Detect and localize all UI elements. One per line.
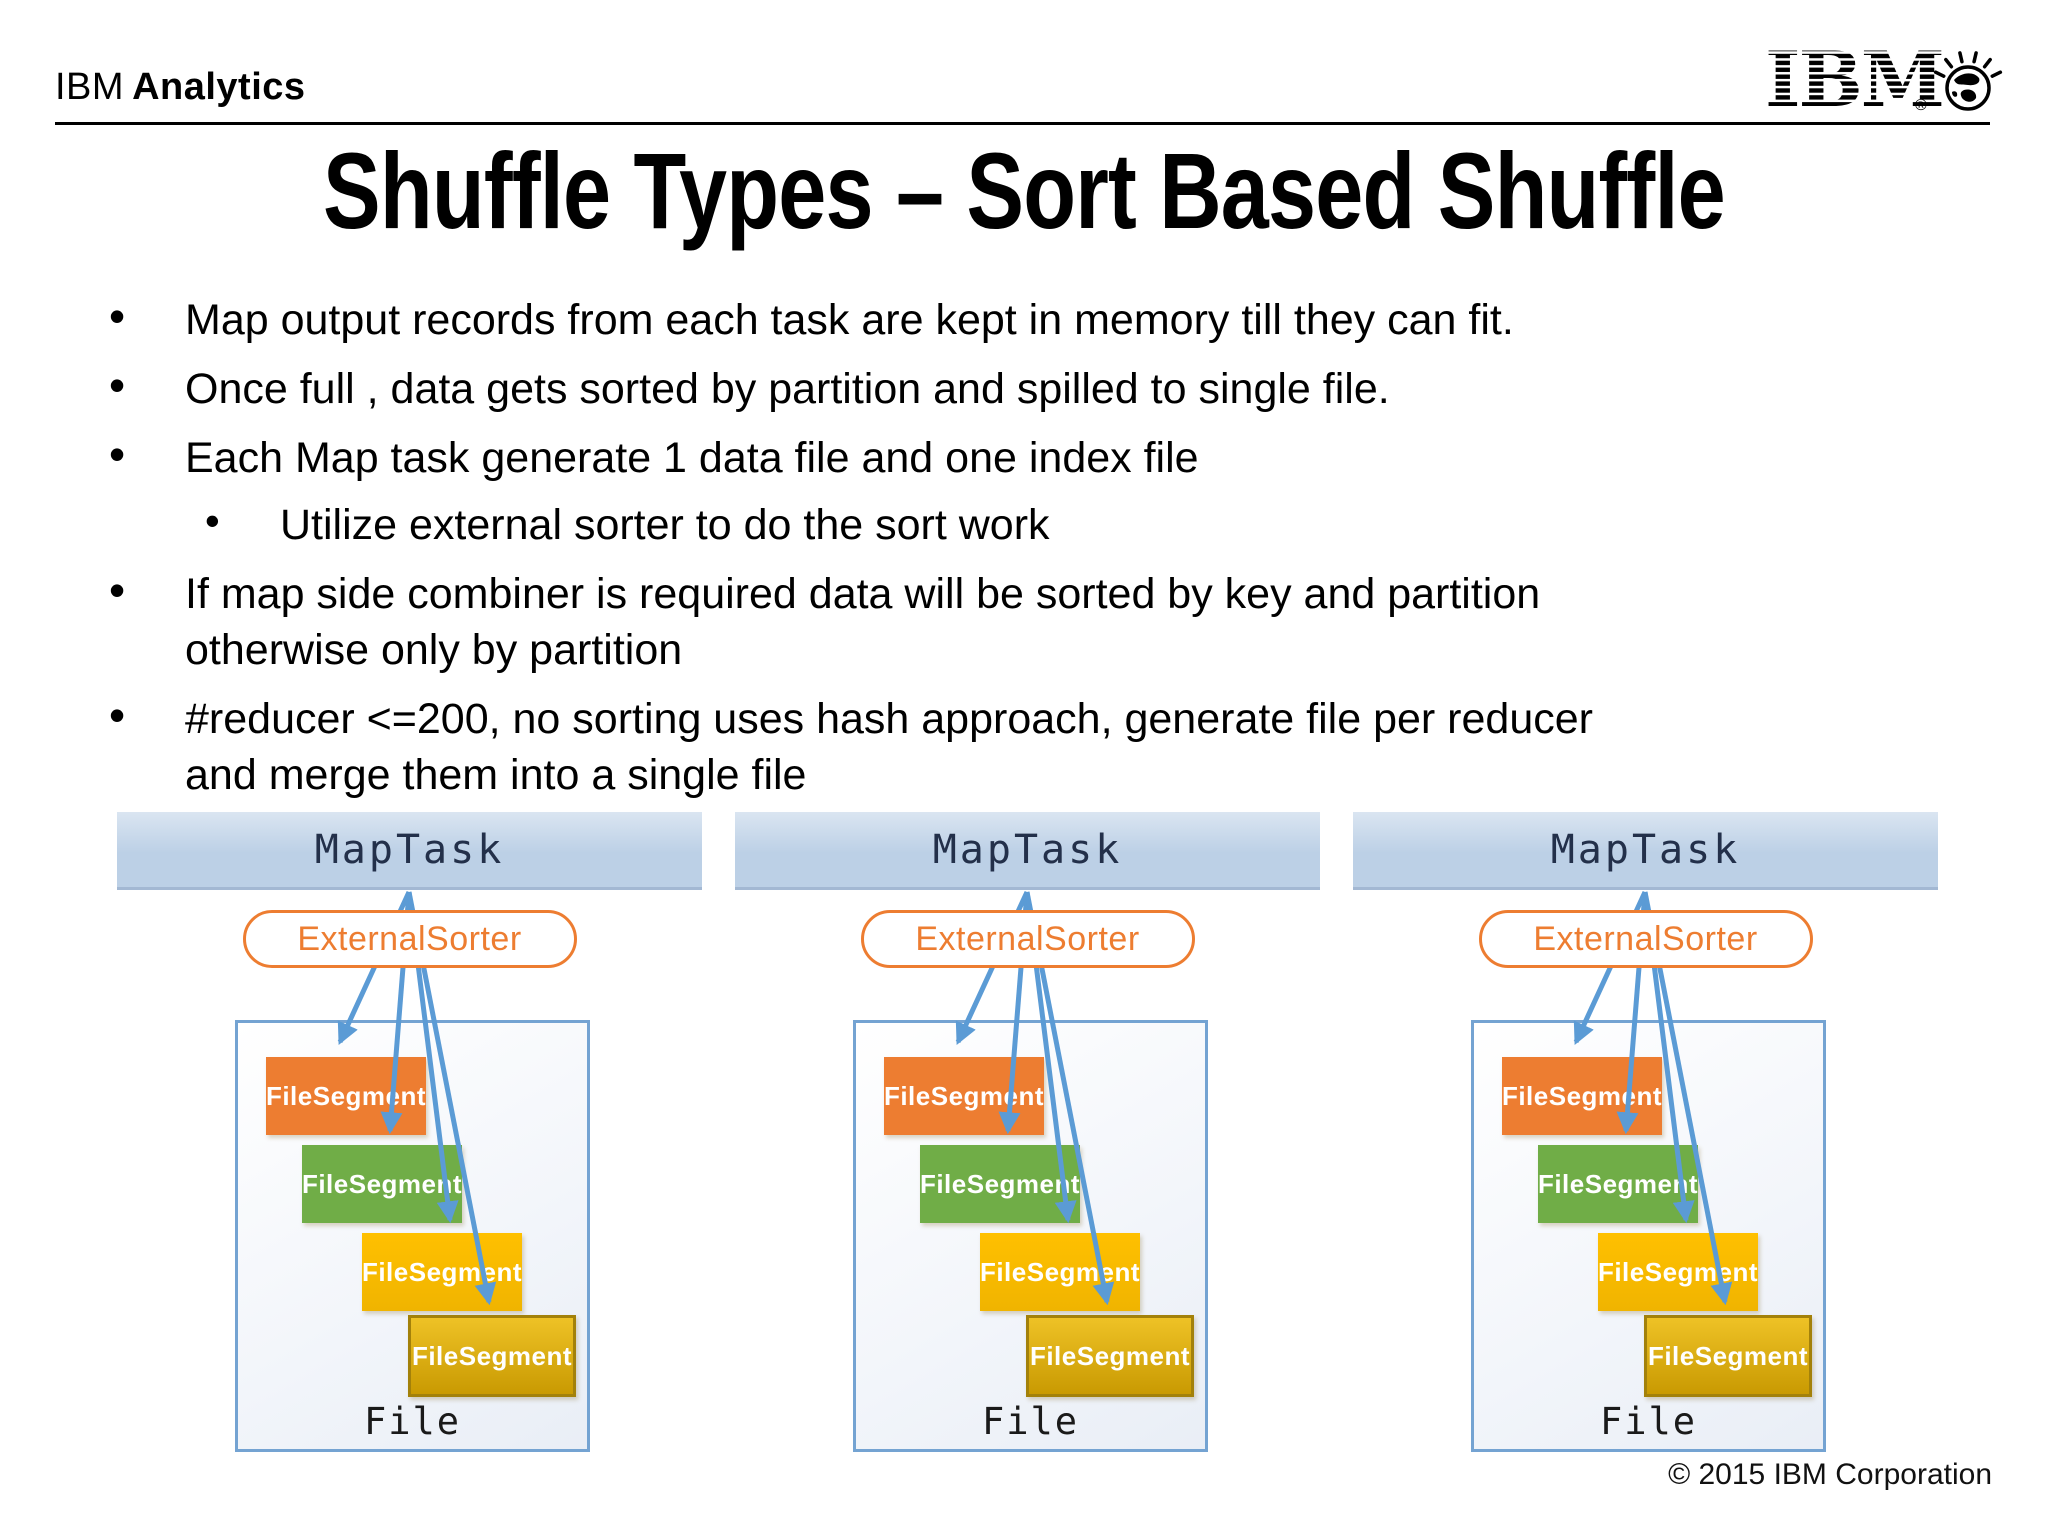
map-task-bar: MapTask bbox=[1353, 812, 1938, 890]
file-segment: FileSegment bbox=[408, 1315, 576, 1397]
bullet-item: Map output records from each task are ke… bbox=[105, 288, 1925, 348]
map-task-label: MapTask bbox=[314, 826, 505, 873]
map-task-column: MapTask ExternalSorter FileSegment FileS… bbox=[117, 812, 702, 1454]
bullet-item: Once full , data gets sorted by partitio… bbox=[105, 357, 1925, 417]
map-task-column: MapTask ExternalSorter FileSegment FileS… bbox=[735, 812, 1320, 1454]
smarter-planet-globe-icon bbox=[1933, 51, 2003, 111]
external-sorter-label: ExternalSorter bbox=[1533, 919, 1758, 958]
map-task-label: MapTask bbox=[932, 826, 1123, 873]
external-sorter-pill: ExternalSorter bbox=[1478, 910, 1813, 968]
external-sorter-pill: ExternalSorter bbox=[860, 910, 1195, 968]
page-title: Shuffle Types – Sort Based Shuffle bbox=[323, 130, 1726, 251]
map-task-bar: MapTask bbox=[735, 812, 1320, 890]
brand-suffix: Analytics bbox=[132, 66, 306, 108]
bullet-sub-item: Utilize external sorter to do the sort w… bbox=[105, 493, 1925, 553]
file-segment: FileSegment bbox=[302, 1145, 462, 1223]
data-flow-arrows bbox=[1573, 890, 1733, 1306]
external-sorter-label: ExternalSorter bbox=[297, 919, 522, 958]
file-segment: FileSegment bbox=[884, 1057, 1044, 1135]
file-label: File bbox=[1599, 1400, 1698, 1443]
file-label: File bbox=[363, 1400, 462, 1443]
external-sorter-pill: ExternalSorter bbox=[242, 910, 577, 968]
ibm-logo-text: IBM bbox=[1765, 40, 1943, 124]
bullet-item: If map side combiner is required data wi… bbox=[105, 562, 1925, 678]
bullet-item: #reducer <=200, no sorting uses hash app… bbox=[105, 687, 1925, 803]
map-task-column: MapTask ExternalSorter FileSegment FileS… bbox=[1353, 812, 1938, 1454]
file-container: FileSegment FileSegment FileSegment File… bbox=[853, 1020, 1208, 1452]
file-segment: FileSegment bbox=[1538, 1145, 1698, 1223]
ibm-logo: IBM ® bbox=[1765, 40, 2003, 124]
file-segment: FileSegment bbox=[1644, 1315, 1812, 1397]
file-segment: FileSegment bbox=[1502, 1057, 1662, 1135]
map-task-bar: MapTask bbox=[117, 812, 702, 890]
registered-mark: ® bbox=[1915, 97, 1927, 114]
file-container: FileSegment FileSegment FileSegment File… bbox=[1471, 1020, 1826, 1452]
bullet-item: Each Map task generate 1 data file and o… bbox=[105, 426, 1925, 486]
file-segment: FileSegment bbox=[1026, 1315, 1194, 1397]
copyright-notice: © 2015 IBM Corporation bbox=[1668, 1458, 1992, 1491]
brand-prefix: IBM bbox=[55, 66, 125, 108]
bullet-list: Map output records from each task are ke… bbox=[105, 288, 1925, 816]
file-label: File bbox=[981, 1400, 1080, 1443]
header-divider bbox=[55, 122, 1990, 125]
data-flow-arrows bbox=[955, 890, 1115, 1306]
file-segment: FileSegment bbox=[920, 1145, 1080, 1223]
external-sorter-label: ExternalSorter bbox=[915, 919, 1140, 958]
sort-shuffle-diagram: MapTask ExternalSorter FileSegment FileS… bbox=[117, 812, 1938, 1454]
map-task-label: MapTask bbox=[1550, 826, 1741, 873]
data-flow-arrows bbox=[337, 890, 497, 1306]
